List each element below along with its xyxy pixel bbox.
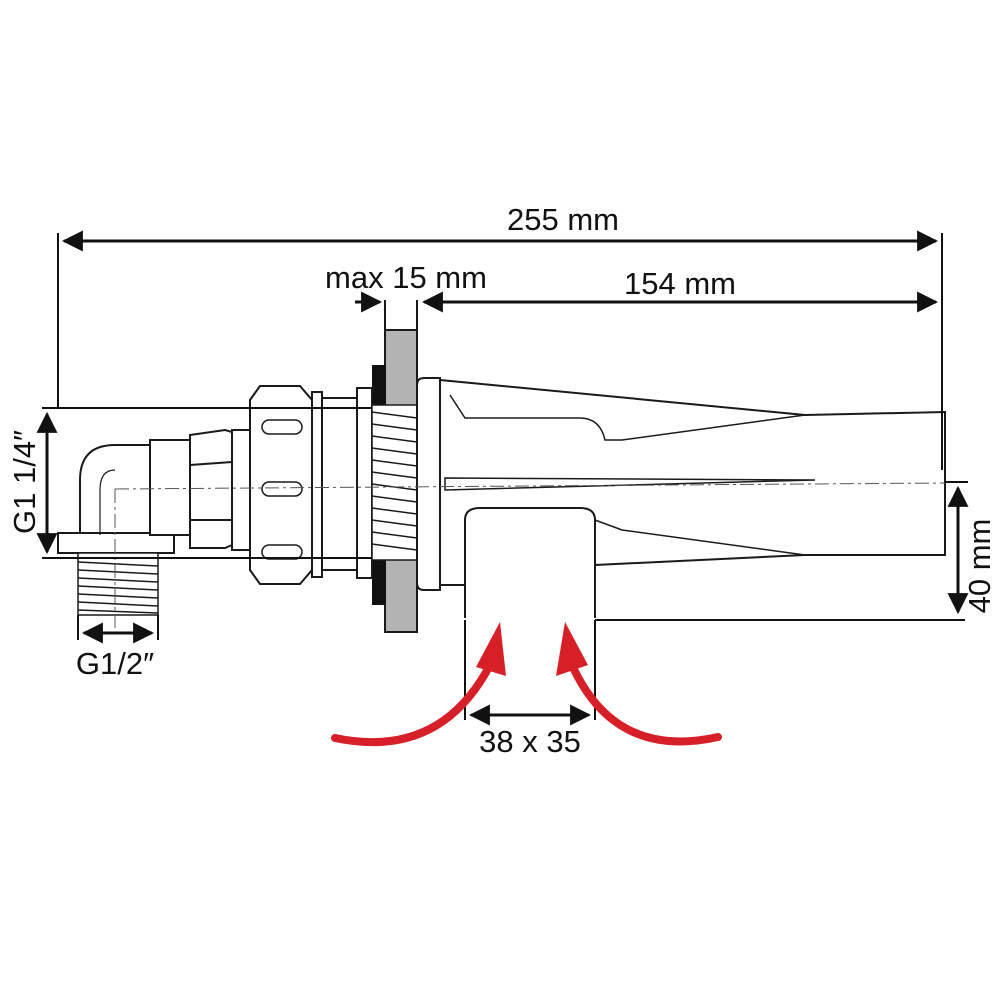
label-suction-opening: 38 x 35 xyxy=(479,724,581,759)
label-height: 40 mm xyxy=(962,519,997,614)
flow-arrow-left xyxy=(331,661,494,747)
extension-lines xyxy=(42,233,968,720)
label-thread-large: G1 1/4″ xyxy=(7,430,42,534)
label-wall-thickness: max 15 mm xyxy=(325,260,487,295)
centerline xyxy=(114,482,946,490)
label-overall-length: 255 mm xyxy=(507,202,619,237)
threaded-inlet xyxy=(77,552,159,616)
nozzle-body xyxy=(439,379,946,586)
gasket-top xyxy=(372,365,386,405)
gasket-bottom xyxy=(372,560,386,605)
flow-arrows xyxy=(331,622,722,747)
flange xyxy=(416,377,441,591)
flow-arrow-left-head xyxy=(476,622,506,676)
label-thread-small: G1/2″ xyxy=(76,646,154,681)
threaded-sleeve xyxy=(371,404,418,561)
elbow-fitting xyxy=(57,428,233,554)
flow-arrow-right xyxy=(568,661,722,746)
suction-port xyxy=(464,507,596,618)
union-nut xyxy=(231,385,373,585)
flow-arrow-right-head xyxy=(556,622,588,676)
label-nozzle-length: 154 mm xyxy=(624,266,736,301)
dimension-lines xyxy=(36,230,969,726)
